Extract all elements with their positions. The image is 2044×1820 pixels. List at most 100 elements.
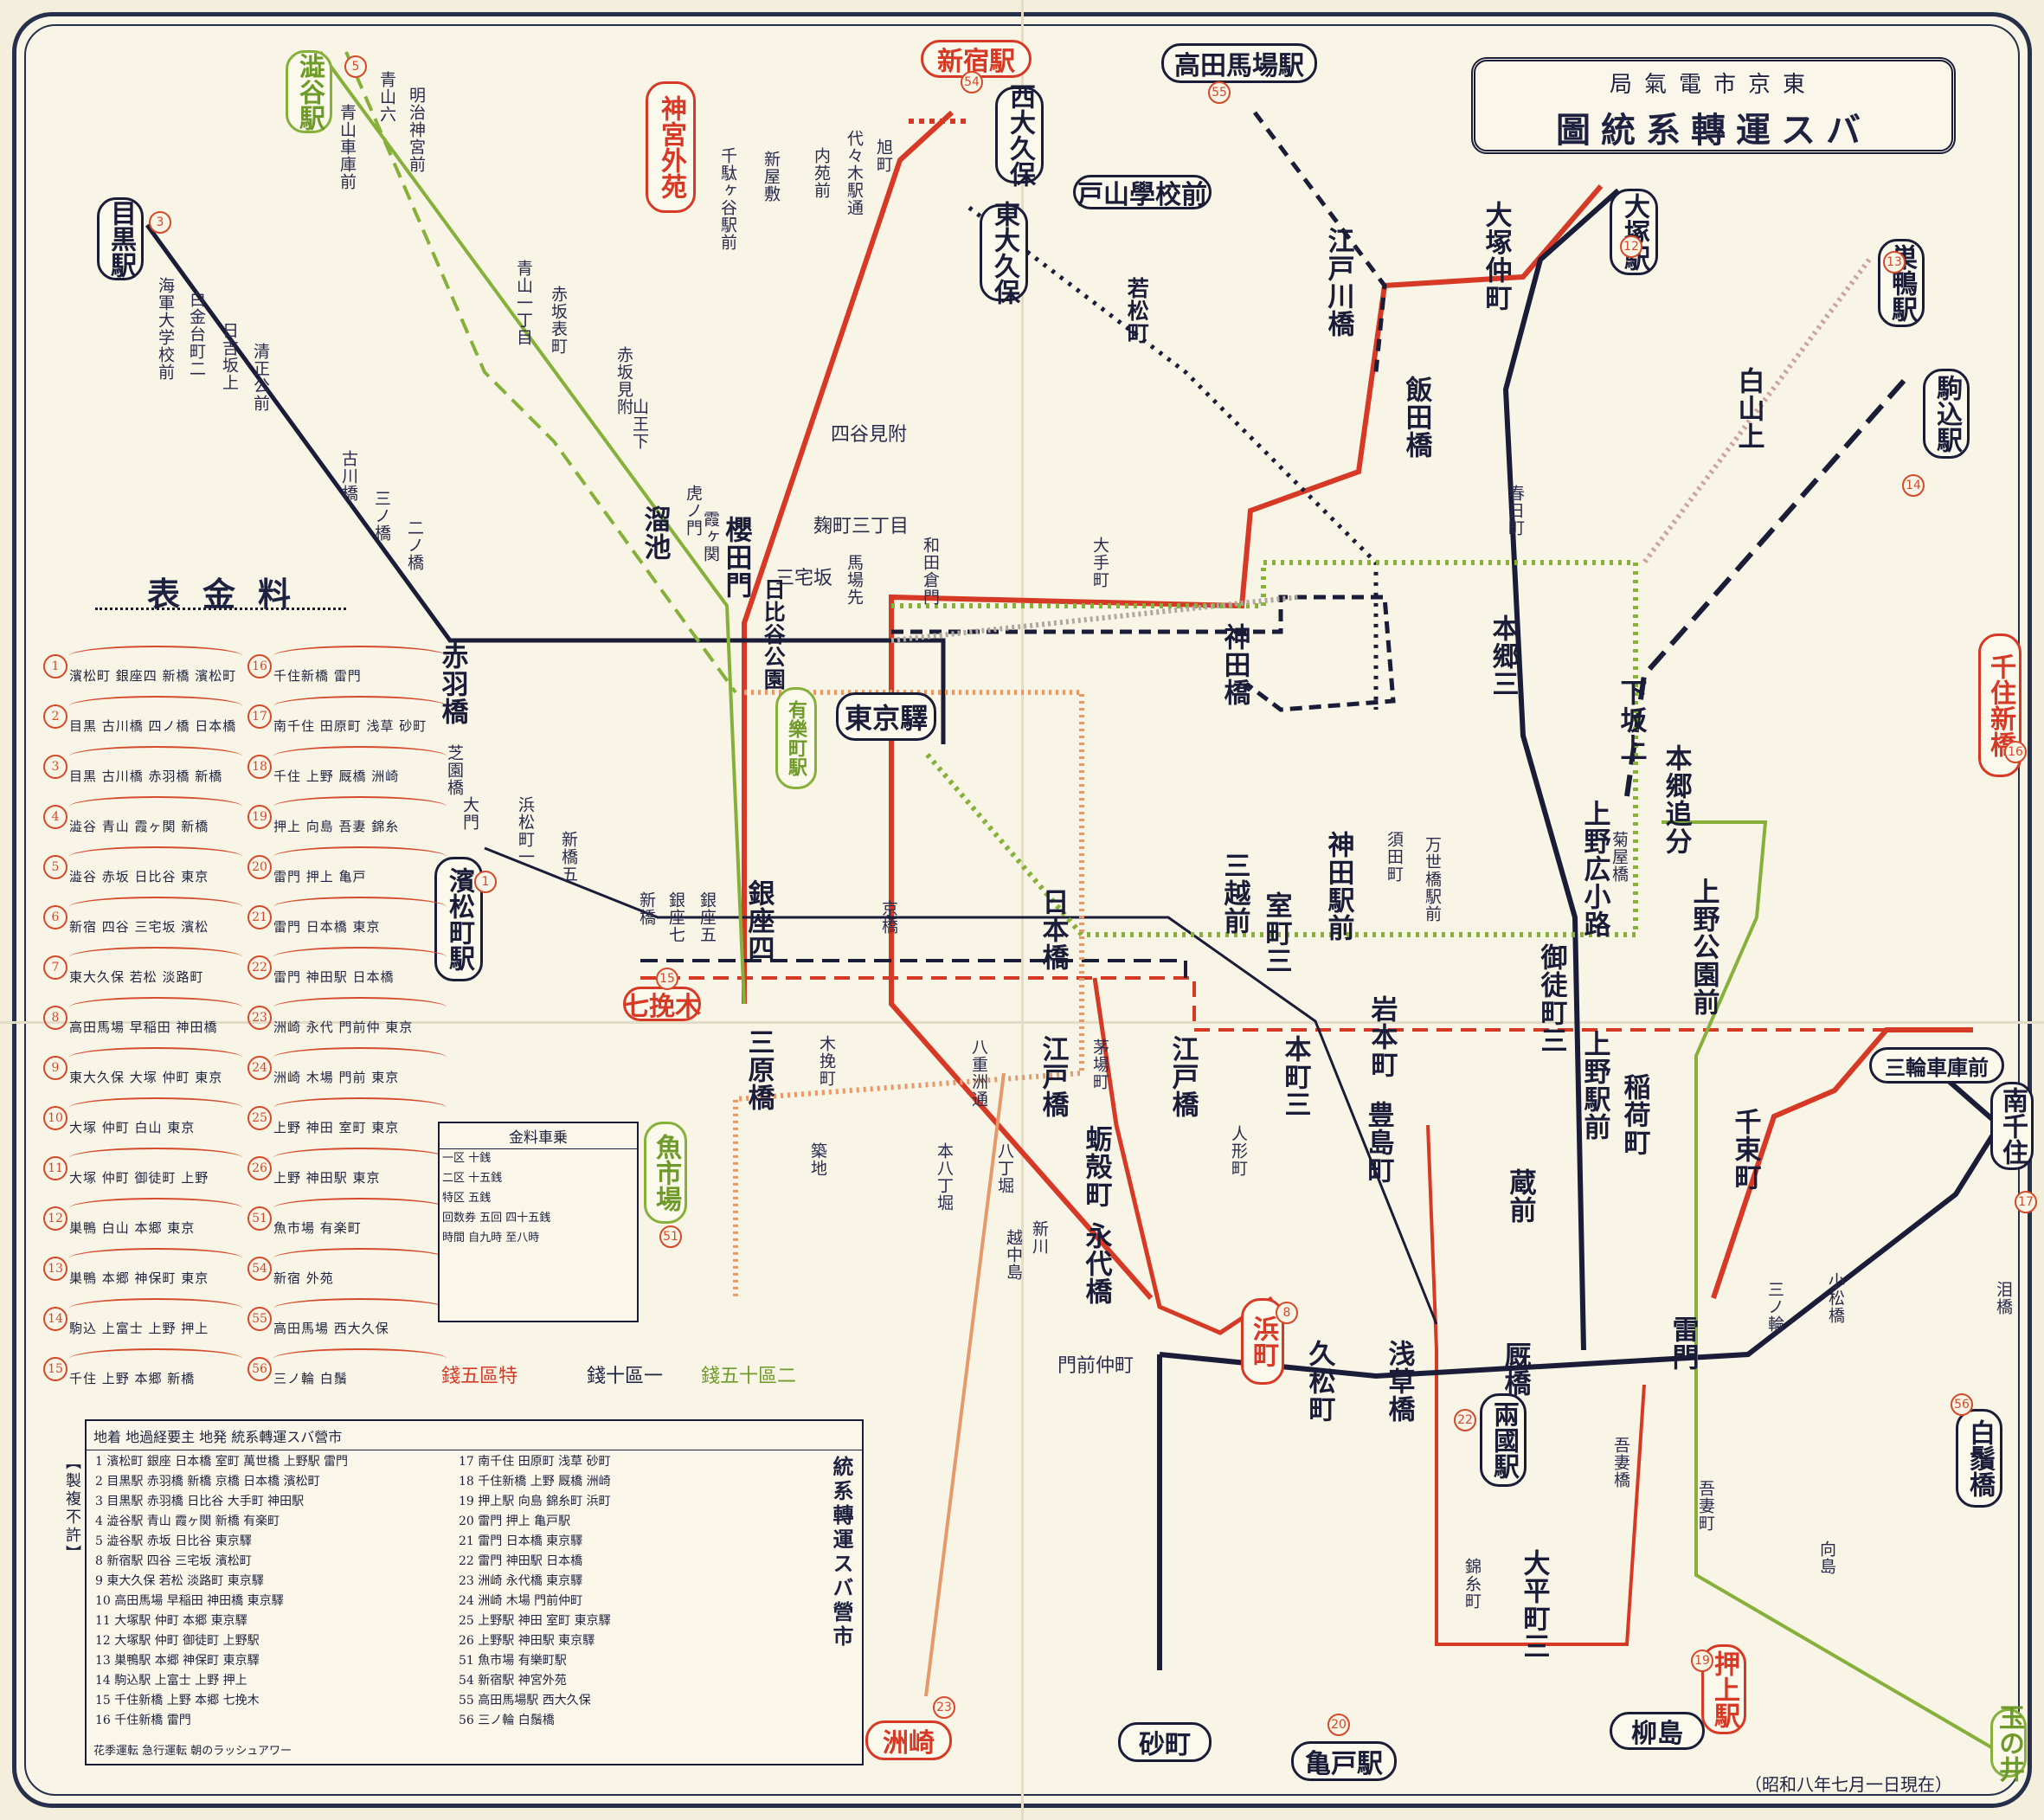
fare-arc [273, 1248, 447, 1269]
stop-namidabashi: 泪橋 [1993, 1281, 2013, 1315]
route-table-row: 17 南千住 田原町 浅草 砂町 [459, 1455, 611, 1469]
terminal-meguro[interactable]: 目黒駅 [97, 197, 144, 280]
route-number-56: 56 [1951, 1393, 1973, 1416]
fare-route-number: 16 [247, 654, 272, 678]
fare-route-stops: 駒込 上富士 上野 押上 [69, 1321, 209, 1336]
route-navy-kanda [891, 595, 1396, 712]
terminal-komagome[interactable]: 駒込駅 [1923, 369, 1970, 459]
stop-tsukiji: 築地 [807, 1142, 827, 1177]
fare-route-number: 55 [247, 1307, 272, 1331]
fare-arc [69, 1348, 242, 1369]
route-red-shinjuku-hamamatsucho [742, 110, 955, 1004]
terminal-yanagishima[interactable]: 柳島 [1610, 1712, 1705, 1750]
terminal-minamisenju[interactable]: 南千住 [1990, 1082, 2034, 1170]
terminal-susaki[interactable]: 洲崎 [865, 1720, 952, 1760]
route-number-5: 5 [344, 55, 367, 78]
fare-route-number: 3 [43, 755, 67, 779]
fare-box: 金料車乗 一区 十銭 二区 十五銭 特区 五銭 回数券 五回 四十五銭 時間 自… [438, 1122, 639, 1322]
stop-shirokanedai: 白金台町二 [186, 291, 206, 377]
stop-akasaka-omotecho: 赤坂表町 [548, 286, 568, 355]
fare-arc [273, 947, 447, 968]
label-nihonbashi: 日本橋 [1037, 888, 1069, 971]
route-table-row: 3 目黒駅 赤羽橋 日比谷 大手町 神田駅 [95, 1495, 305, 1508]
fare-route-number: 13 [43, 1257, 67, 1281]
fare-route-stops: 高田馬場 西大久保 [273, 1321, 389, 1336]
fare-route-stops: 大塚 仲町 白山 東京 [69, 1120, 196, 1135]
terminal-tokyo[interactable]: 東京驛 [836, 692, 936, 741]
stop-naien-mae: 内苑前 [811, 147, 831, 199]
fare-table-heading: 表金料 [147, 575, 314, 614]
terminal-yurakucho[interactable]: 有樂町駅 [775, 687, 817, 789]
terminal-jingu[interactable]: 神宮外苑 [646, 81, 696, 213]
fare-arc [273, 1198, 447, 1219]
stop-sannohashi: 三ノ橋 [371, 490, 391, 542]
route-green-shibuya-a [318, 50, 746, 1005]
terminal-suna[interactable]: 砂町 [1118, 1722, 1212, 1762]
stop-komatsubashi: 小松橋 [1825, 1272, 1845, 1324]
fare-route-number: 7 [43, 955, 67, 980]
terminal-tamanoi[interactable]: 玉の井 [1990, 1704, 2027, 1782]
route-navy-nihonbashi [640, 959, 1187, 987]
route-table-row: 24 洲崎 木場 門前仲町 [459, 1594, 583, 1608]
terminal-shibuya[interactable]: 澁谷駅 [286, 50, 332, 133]
stop-babasaki: 馬場先 [844, 554, 864, 606]
terminal-minowa[interactable]: 三輪車庫前 [1869, 1047, 2004, 1084]
label-honcho: 本町三 [1279, 1035, 1311, 1118]
stop-sanno-shita: 山王下 [629, 398, 649, 450]
route-table-row: 14 駒込駅 上富士 上野 押上 [95, 1674, 247, 1688]
route-table-row: 1 濱松町 銀座 日本橋 室町 萬世橋 上野駅 雷門 [95, 1455, 349, 1469]
terminal-toyama[interactable]: 戸山學校前 [1073, 175, 1212, 210]
terminal-oshiage[interactable]: 押上駅 [1701, 1644, 1746, 1734]
terminal-shirahige[interactable]: 白鬚橋 [1956, 1409, 2002, 1508]
route-number-1: 1 [474, 871, 497, 893]
fare-box-row-2: 二区 十五銭 [442, 1171, 503, 1185]
terminal-shichikenki[interactable]: 七挽木 [623, 987, 701, 1022]
fare-route-stops: 押上 向島 吾妻 錦糸 [273, 819, 400, 834]
terminal-kameido[interactable]: 亀戸駅 [1291, 1741, 1397, 1781]
terminal-higashiokubo[interactable]: 東大久保 [980, 201, 1028, 305]
route-table-row: 20 雷門 押上 亀戸駅 [459, 1515, 571, 1528]
label-edogawabashi: 江戸川橋 [1322, 227, 1354, 338]
fare-route-number: 26 [247, 1156, 272, 1180]
fare-route-number: 19 [247, 805, 272, 829]
fare-route-number: 6 [43, 905, 67, 929]
stop-ginza-go: 銀座五 [697, 891, 717, 943]
terminal-otsuka[interactable]: 大塚駅 [1610, 189, 1658, 275]
terminal-hamacho[interactable]: 浜町 [1241, 1298, 1284, 1385]
route-table-row: 15 千住新橋 上野 本郷 七挽木 [95, 1694, 260, 1707]
route-green-shibuya-b [344, 51, 737, 694]
stop-kinshicho: 錦糸町 [1462, 1558, 1482, 1610]
fare-route-number: 9 [43, 1056, 67, 1080]
stop-shinbashi: 新橋 [636, 891, 656, 926]
terminal-nishiokubo[interactable]: 西大久保 [995, 83, 1044, 187]
fare-arc [69, 696, 242, 717]
stop-ginza-nana: 銀座七 [665, 891, 685, 943]
route-green-ueno-koen [1662, 820, 2009, 1759]
fare-arc [69, 1047, 242, 1068]
label-edobashi-2: 江戸橋 [1167, 1035, 1199, 1118]
terminal-takadanobaba[interactable]: 高田馬場駅 [1161, 43, 1317, 83]
fare-route-stops: 濱松町 銀座四 新橋 濱松町 [69, 668, 237, 684]
terminal-sugamo[interactable]: 巣鴨駅 [1878, 239, 1925, 327]
fare-arc [273, 796, 447, 817]
stop-etchujima: 越中島 [1003, 1229, 1023, 1281]
terminal-uoichiba[interactable]: 魚市場 [644, 1122, 687, 1224]
route-table-row: 12 大塚駅 仲町 御徒町 上野駅 [95, 1634, 260, 1648]
route-number-8: 8 [1276, 1302, 1298, 1324]
fare-arc [273, 1047, 447, 1068]
fare-arc [273, 646, 447, 666]
terminal-ryogoku[interactable]: 兩國駅 [1480, 1393, 1527, 1487]
fare-route-stops: 洲崎 木場 門前 東京 [273, 1070, 400, 1085]
fare-route-stops: 上野 神田 室町 東京 [273, 1120, 400, 1135]
route-table-row: 9 東大久保 若松 淡路町 東京驛 [95, 1574, 264, 1588]
